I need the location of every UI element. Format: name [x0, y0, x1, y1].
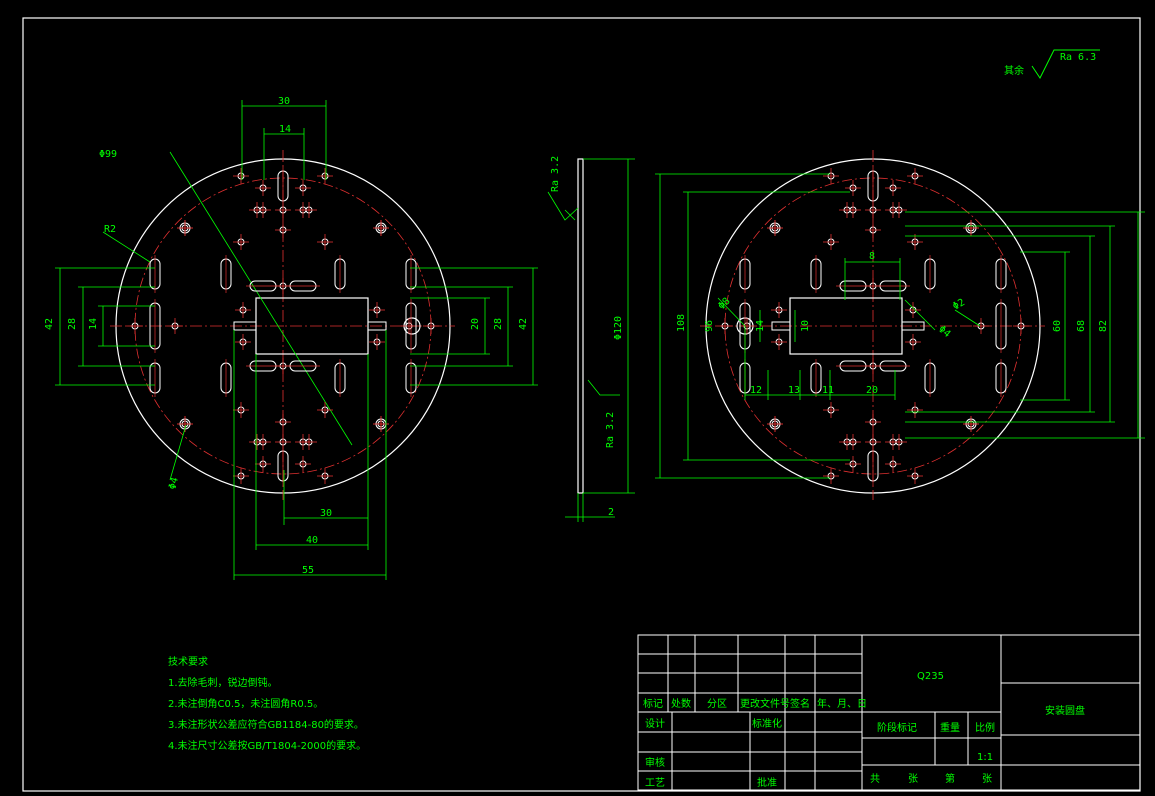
roughness-lower: Ra 3.2 — [605, 412, 616, 448]
tb-standard: 标准化 — [752, 717, 782, 730]
dim-right28: 28 — [493, 318, 504, 330]
dim-top30: 30 — [278, 96, 290, 107]
notes-title: 技术要求 — [168, 655, 208, 668]
tb-label: 更改文件号 — [740, 697, 790, 710]
dim-left42: 42 — [44, 318, 55, 330]
drawing-frame — [22, 17, 1141, 792]
dim-d14: 14 — [755, 320, 766, 332]
tb-label: 处数 — [671, 697, 691, 710]
dim-bot55: 55 — [302, 565, 314, 576]
dim-d99: Φ99 — [99, 149, 117, 160]
roughness-general: 其余 Ra 6.3 — [1004, 49, 1100, 79]
tb-sheets: 共 — [870, 773, 880, 785]
technical-notes: 技术要求 1.去除毛刺，锐边倒钝。 2.未注倒角C0.5，未注圆角R0.5。 3… — [168, 655, 366, 752]
dim-d20: 20 — [866, 385, 878, 396]
tb-material: Q235 — [917, 671, 944, 682]
left-plate-view: Φ99 R2 30 14 42 28 14 20 28 42 30 40 55 … — [44, 96, 538, 580]
dim-bot30: 30 — [320, 508, 332, 519]
tb-label: 标记 — [643, 698, 663, 710]
tb-sheet-unit2: 张 — [982, 773, 992, 785]
note-item: 4.未注尺寸公差按GB/T1804-2000的要求。 — [168, 739, 366, 752]
dim-phi2: Φ2 — [951, 297, 967, 313]
dim-d82: 82 — [1098, 320, 1109, 332]
dim-d68: 68 — [1076, 320, 1087, 332]
dim-d60: 60 — [1052, 320, 1063, 332]
roughness-upper: Ra 3.2 — [550, 156, 561, 192]
dim-d8: 8 — [869, 251, 875, 262]
tb-approve: 批准 — [757, 776, 777, 789]
note-item: 2.未注倒角C0.5，未注圆角R0.5。 — [168, 697, 323, 710]
dim-d108: 108 — [676, 314, 687, 332]
dim-d120: Φ120 — [613, 316, 624, 340]
dim-left14: 14 — [88, 318, 99, 330]
right-plate-view: 108 96 10 14 Φ8 8 60 68 82 Φ2 Φ4 12 13 1… — [655, 150, 1145, 500]
note-item: 3.未注形状公差应符合GB1184-80的要求。 — [168, 718, 364, 731]
dim-r2: R2 — [104, 224, 116, 235]
tb-scale-value: 1:1 — [977, 752, 993, 763]
title-block — [637, 634, 1141, 791]
dim-d13: 13 — [788, 385, 800, 396]
dim-top14: 14 — [279, 124, 291, 135]
svg-text:其余: 其余 — [1004, 64, 1024, 77]
tb-review: 审核 — [645, 756, 665, 769]
dim-d11: 11 — [822, 385, 834, 396]
tb-sheet-unit: 张 — [908, 773, 918, 785]
dim-d10: 10 — [800, 320, 811, 332]
dim-phi4: Φ4 — [167, 476, 181, 490]
tb-part-name: 安装圆盘 — [1045, 704, 1085, 717]
side-view: Ra 3.2 Ra 3.2 Φ120 2 — [547, 156, 635, 522]
tb-weight: 重量 — [940, 721, 960, 734]
tb-label: 年、月、日 — [817, 697, 867, 710]
dim-left28: 28 — [67, 318, 78, 330]
dim-t2: 2 — [608, 507, 614, 518]
tb-sheet-no: 第 — [945, 772, 955, 785]
dim-right20: 20 — [470, 318, 481, 330]
dim-right42: 42 — [518, 318, 529, 330]
tb-scale: 比例 — [975, 721, 995, 734]
dim-bot40: 40 — [306, 535, 318, 546]
note-item: 1.去除毛刺，锐边倒钝。 — [168, 676, 278, 689]
dim-d96: 96 — [704, 320, 715, 332]
tb-label: 签名 — [790, 697, 810, 710]
dim-d12: 12 — [750, 385, 762, 396]
tb-label: 分区 — [707, 698, 727, 710]
tb-process: 工艺 — [645, 777, 665, 789]
svg-text:Ra 6.3: Ra 6.3 — [1060, 52, 1096, 63]
tb-stage: 阶段标记 — [877, 721, 917, 734]
tb-design: 设计 — [645, 717, 665, 730]
